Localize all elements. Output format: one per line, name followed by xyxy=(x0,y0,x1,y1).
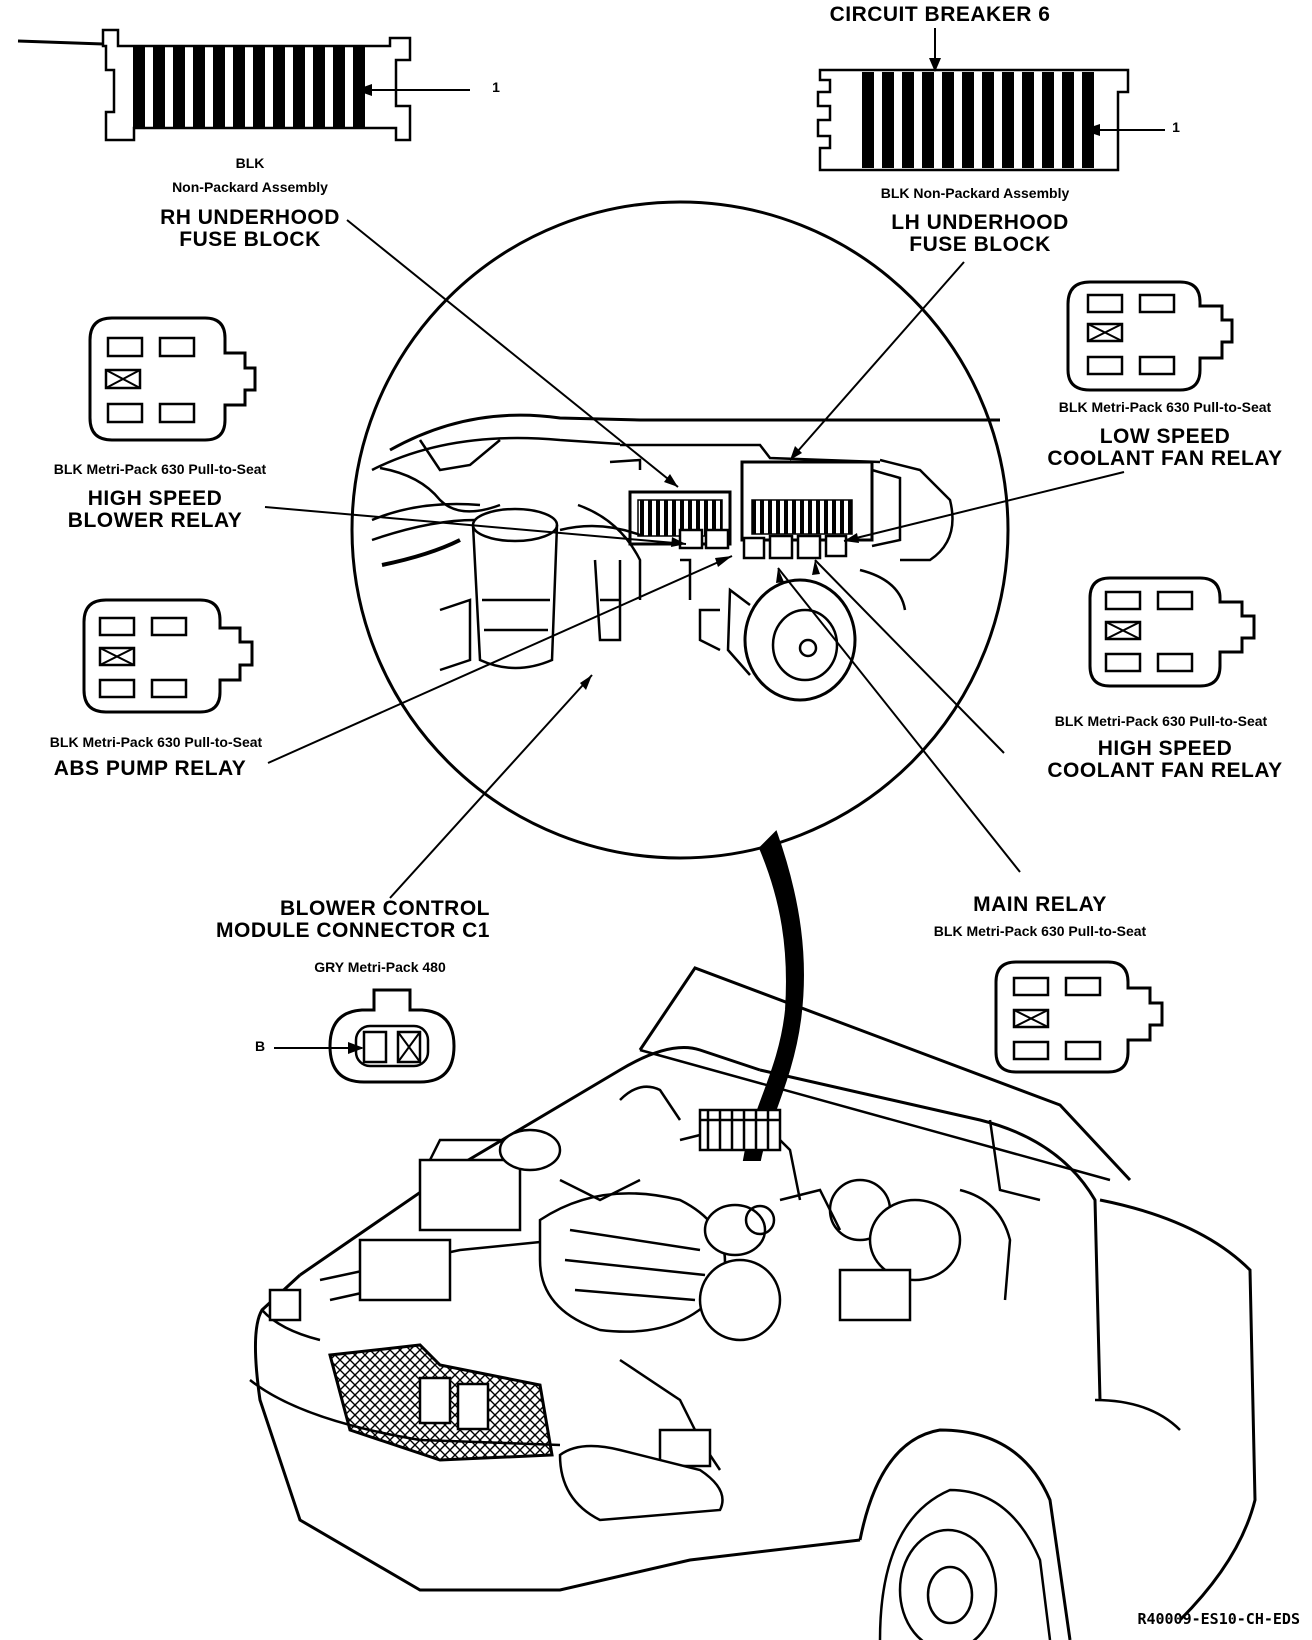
abs-pump-relay-connector-label: BLK Metri-Pack 630 Pull-to-Seat xyxy=(49,734,263,750)
blower-control-module-callout: B xyxy=(254,1038,266,1054)
rh-fuse-block-color-label: BLK xyxy=(235,155,265,171)
lh-fuse-block-callout: 1 xyxy=(1172,119,1180,135)
lh-fuse-block-title: LH UNDERHOOD FUSE BLOCK xyxy=(891,211,1069,257)
figure-code: R40009-ES10-CH-EDS xyxy=(1137,1610,1300,1628)
abs-pump-relay-title: ABS PUMP RELAY xyxy=(53,757,247,780)
rh-fuse-block-icon xyxy=(17,28,470,142)
high-speed-coolant-fan-relay-connector-label: BLK Metri-Pack 630 Pull-to-Seat xyxy=(1054,713,1268,729)
low-speed-coolant-fan-relay-connector-label: BLK Metri-Pack 630 Pull-to-Seat xyxy=(1058,399,1272,415)
leader-lines xyxy=(264,219,1125,899)
leader-arrowheads xyxy=(580,446,859,690)
main-relay-connector-icon xyxy=(994,960,1164,1074)
high-speed-coolant-fan-relay-connector-icon xyxy=(1088,576,1256,688)
low-speed-coolant-fan-relay-title: LOW SPEED COOLANT FAN RELAY xyxy=(1047,425,1283,471)
high-speed-blower-relay-connector-label: BLK Metri-Pack 630 Pull-to-Seat xyxy=(53,461,267,477)
high-speed-coolant-fan-relay-title: HIGH SPEED COOLANT FAN RELAY xyxy=(1047,737,1283,783)
blower-control-module-title: BLOWER CONTROL MODULE CONNECTOR C1 xyxy=(216,897,490,943)
lh-fuse-block-assembly-label: BLK Non-Packard Assembly xyxy=(880,185,1070,201)
high-speed-blower-relay-connector-icon xyxy=(88,316,257,442)
blower-control-module-connector-label: GRY Metri-Pack 480 xyxy=(314,959,446,975)
rh-fuse-block-assembly-label: Non-Packard Assembly xyxy=(172,179,328,195)
main-relay-title: MAIN RELAY xyxy=(973,893,1107,916)
car-front-end xyxy=(249,966,1257,1640)
abs-pump-relay-connector-icon xyxy=(82,598,254,714)
blower-control-module-connector-icon xyxy=(274,988,456,1084)
low-speed-coolant-fan-relay-connector-icon xyxy=(1066,280,1234,392)
lh-fuse-block-icon xyxy=(816,28,1165,172)
magnified-engine-bay-view xyxy=(350,200,1010,860)
high-speed-blower-relay-title: HIGH SPEED BLOWER RELAY xyxy=(67,487,243,533)
harness-link-band xyxy=(742,830,804,1161)
main-relay-connector-label: BLK Metri-Pack 630 Pull-to-Seat xyxy=(933,923,1147,939)
rh-fuse-block-title: RH UNDERHOOD FUSE BLOCK xyxy=(160,206,340,252)
circuit-breaker-6-label: CIRCUIT BREAKER 6 xyxy=(829,3,1051,26)
rh-fuse-block-callout: 1 xyxy=(492,79,500,95)
